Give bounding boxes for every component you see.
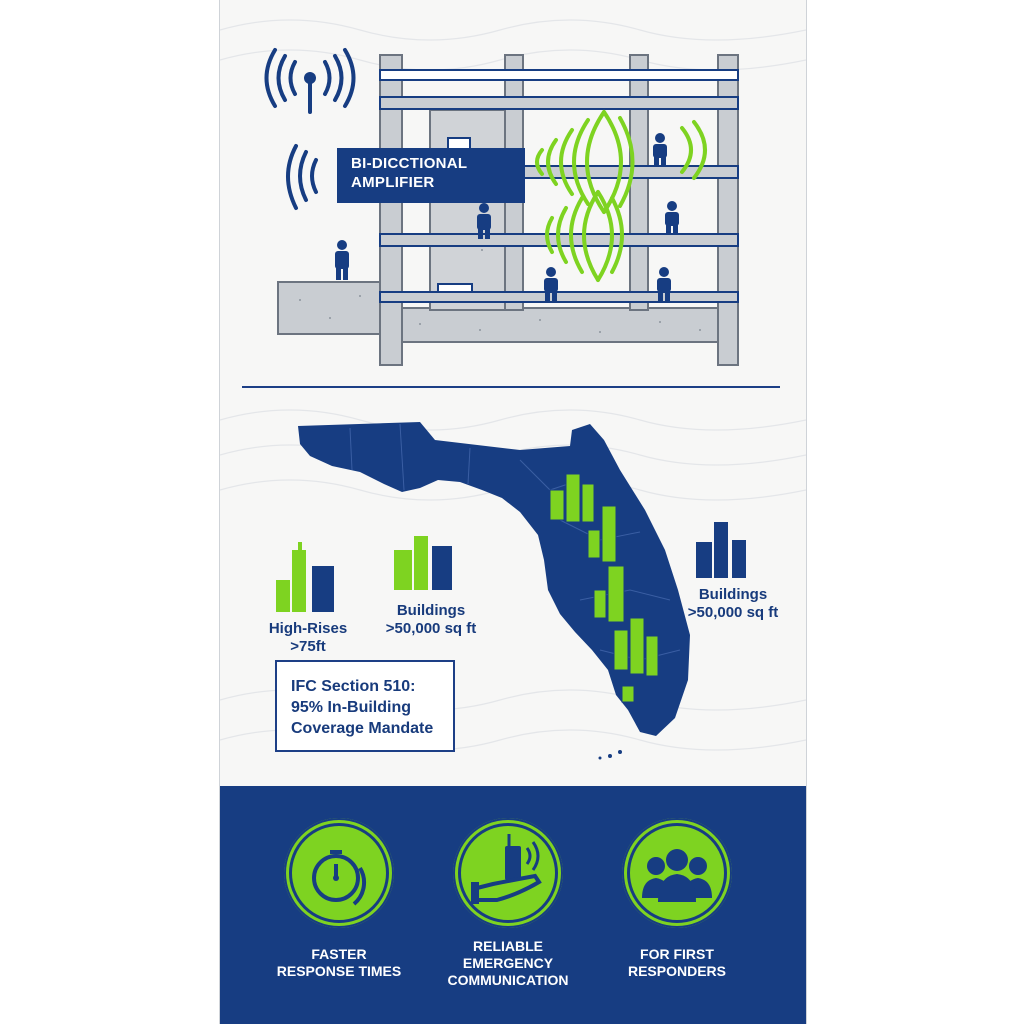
high-rise-icon: [276, 542, 334, 612]
buildings-label-right-line1: Buildings: [698, 586, 768, 603]
buildings-label-middle: Buildings >50,000 sq ft: [366, 602, 496, 638]
stopwatch-icon: [284, 818, 394, 928]
benefit-1-line2: RESPONSE TIMES: [276, 963, 402, 979]
radio-hand-icon: [453, 818, 563, 928]
benefit-faster-response: FASTER RESPONSE TIMES: [254, 946, 424, 980]
antenna-icon: [264, 48, 356, 114]
amplifier-label-line1: BI-DICCTIONAL: [351, 155, 468, 172]
high-rises-label-line1: High-Rises: [268, 620, 348, 637]
first-responders-icon: [622, 818, 732, 928]
infographic-panel: BI-DICCTIONAL AMPLIFIER High: [219, 0, 807, 1024]
ifc-callout: IFC Section 510: 95% In-Building Coverag…: [275, 660, 455, 752]
signal-waves-icon: [286, 144, 318, 210]
benefit-2-line3: COMMUNICATION: [447, 972, 569, 988]
ifc-line2: 95% In-Building: [291, 699, 411, 716]
buildings-label-middle-line2: >50,000 sq ft: [385, 620, 477, 637]
benefit-2-line2: EMERGENCY: [462, 955, 554, 971]
benefit-first-responders: FOR FIRST RESPONDERS: [592, 946, 762, 980]
high-rises-label-line2: >75ft: [290, 638, 326, 655]
benefit-3-line2: RESPONDERS: [627, 963, 727, 979]
building-illustration: [264, 48, 739, 366]
amplifier-label: BI-DICCTIONAL AMPLIFIER: [337, 148, 525, 203]
large-building-icon: [394, 536, 452, 590]
benefit-2-line1: RELIABLE: [473, 938, 543, 954]
ifc-line1: IFC Section 510:: [291, 678, 416, 695]
benefit-3-line1: FOR FIRST: [640, 946, 714, 962]
buildings-label-right-line2: >50,000 sq ft: [687, 604, 779, 621]
section-divider: [242, 386, 780, 388]
benefit-1-line1: FASTER: [311, 946, 367, 962]
benefit-reliable-communication: RELIABLE EMERGENCY COMMUNICATION: [423, 938, 593, 989]
buildings-label-right: Buildings >50,000 sq ft: [668, 586, 798, 622]
ifc-line3: Coverage Mandate: [291, 720, 434, 737]
florida-map: [298, 422, 690, 760]
high-rises-label: High-Rises >75ft: [248, 620, 368, 656]
amplifier-label-line2: AMPLIFIER: [351, 174, 435, 191]
building-icon: [696, 522, 746, 578]
buildings-label-middle-line1: Buildings: [396, 602, 466, 619]
benefits-band: FASTER RESPONSE TIMES RELIABLE EMERGENCY…: [220, 786, 806, 1024]
